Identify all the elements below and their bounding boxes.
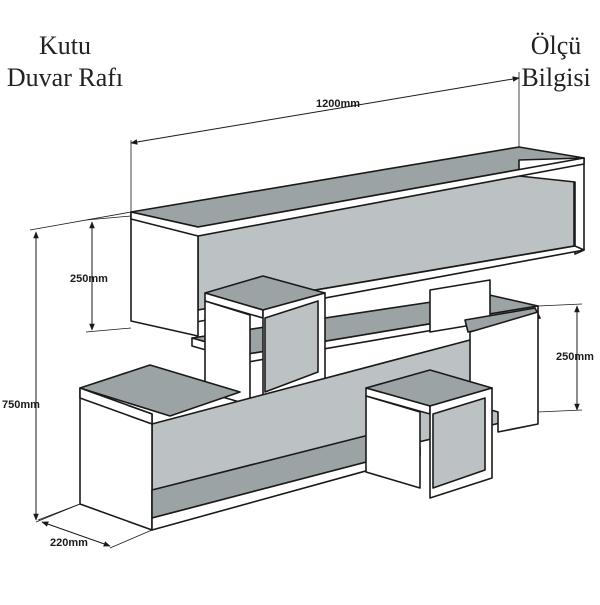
width-label: 1200mm [316,98,360,110]
upper-small-cube [204,275,326,406]
lower-box-left-top [79,364,241,417]
lower-height-dimension: 250mm [537,303,594,413]
upper-box-top-edge [130,157,585,237]
width-dimension: 1200mm [130,72,520,212]
depth-label: 220mm [50,537,88,549]
lower-cube-left [365,395,421,489]
depth-arrow [41,521,111,547]
upper-height-dimension: 250mm [70,215,132,333]
product-title-line-2: Duvar Rafı [6,63,124,92]
lower-long-box [79,307,541,531]
upper-cube-inner [264,300,319,393]
total-height-label: 750mm [2,399,40,411]
lower-height-label: 250mm [556,351,594,363]
product-title: Kutu Duvar Rafı [0,30,130,94]
product-title-line-1: Kutu [39,31,91,60]
upper-long-box [130,146,585,337]
depth-dimension: 220mm [37,503,153,549]
measurement-title: Ölçü Bilgisi [512,30,600,94]
lower-cube-inner [432,397,486,489]
lower-box-right-top [464,307,541,333]
measurement-title-line-1: Ölçü [530,31,582,60]
measurement-title-line-2: Bilgisi [521,63,591,92]
height-dimension: 750mm [2,211,132,523]
upper-height-label: 250mm [70,273,108,285]
lower-box-top-edge [79,387,153,425]
lower-small-cube [365,369,493,499]
width-arrow [130,76,520,145]
